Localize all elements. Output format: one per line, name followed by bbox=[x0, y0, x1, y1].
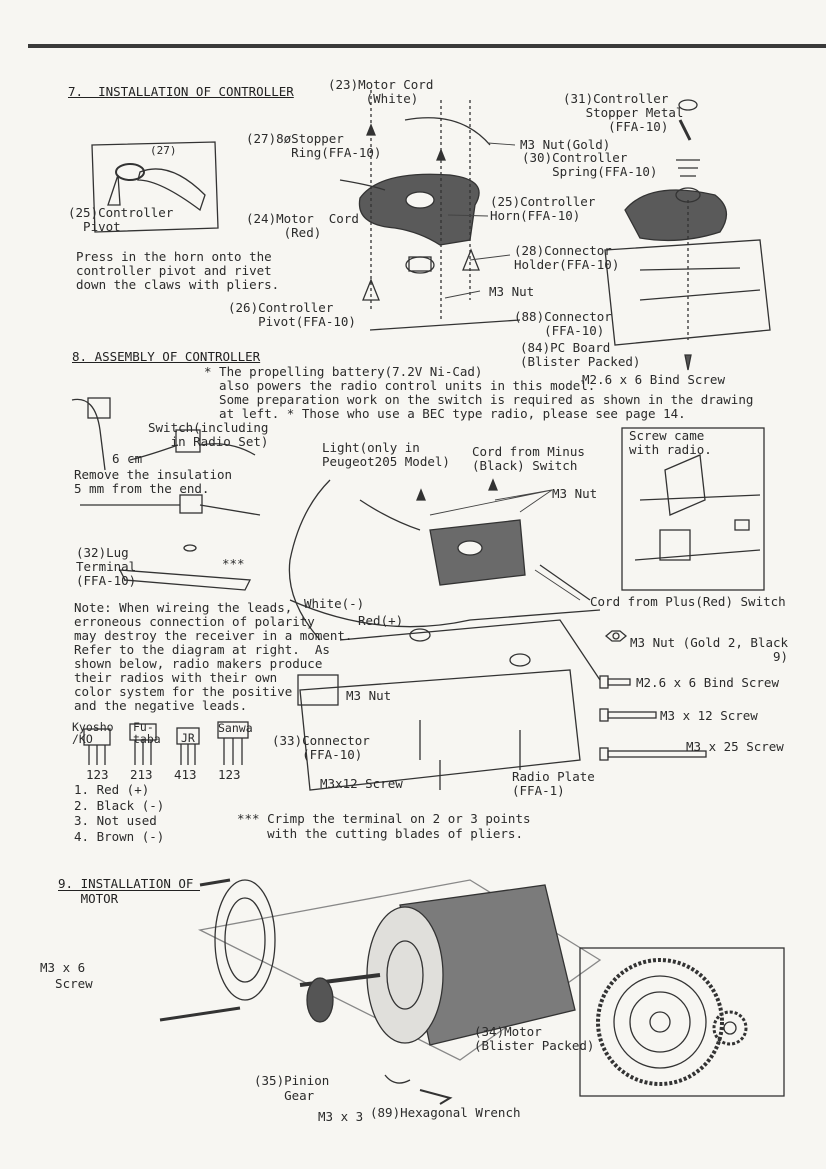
cord-plus-label: Cord from Plus(Red) Switch bbox=[590, 594, 786, 609]
hex-wrench-label: (89)Hexagonal Wrench bbox=[370, 1105, 521, 1120]
red-plus-label: Red(+) bbox=[358, 613, 404, 628]
m3x12-screw-label: M3x12 Screw bbox=[320, 776, 403, 791]
section-8-heading: 8. ASSEMBLY OF CONTROLLER bbox=[72, 349, 261, 364]
six-cm-label: 6 cm bbox=[112, 451, 143, 466]
maker-name-jr: JR bbox=[181, 731, 195, 745]
stars-marker: *** bbox=[222, 556, 245, 571]
controller-assembly-right bbox=[604, 99, 771, 371]
controller-horn-label: (25)Controller Horn(FFA-10) bbox=[490, 194, 596, 223]
hardware-m3x25-label: M3 x 25 Screw bbox=[686, 739, 784, 754]
wire-legend: 1. Red (+) 2. Black (-) 3. Not used 4. B… bbox=[74, 782, 165, 844]
m3x6-screw-label: M3 x 6 Screw bbox=[40, 960, 93, 991]
crimp-note: *** Crimp the terminal on 2 or 3 points … bbox=[237, 811, 531, 841]
screw-came-label: Screw came with radio. bbox=[629, 428, 712, 457]
maker-code-futaba: 213 bbox=[130, 767, 153, 782]
pivot-inset-callout: (27) bbox=[150, 144, 177, 157]
receiver-plate-drawing bbox=[288, 478, 601, 791]
hardware-icons bbox=[599, 630, 707, 761]
m3-nut-gold-label: M3 Nut(Gold) bbox=[520, 137, 611, 152]
m3x3-label: M3 x 3 bbox=[318, 1109, 364, 1124]
gear-inset-drawing bbox=[579, 947, 785, 1097]
m3-nut-center-label: M3 Nut bbox=[346, 688, 392, 703]
section-9-heading: 9. INSTALLATION OF MOTOR bbox=[58, 876, 194, 906]
controller-horn-drawing bbox=[339, 90, 521, 331]
motor-cord-white-label: (23)Motor Cord (White) bbox=[328, 77, 434, 106]
bind-screw-label: M2.6 x 6 Bind Screw bbox=[582, 372, 725, 387]
pc-board-label: (84)PC Board (Blister Packed) bbox=[520, 340, 641, 369]
section-9-underline bbox=[58, 890, 200, 891]
light-label: Light(only in Peugeot205 Model) bbox=[322, 440, 450, 469]
battery-intro-text: * The propelling battery(7.2V Ni-Cad) al… bbox=[204, 364, 754, 421]
maker-code-sanwa: 123 bbox=[218, 767, 241, 782]
maker-name-sanwa: Sanwa bbox=[218, 721, 253, 735]
hardware-m3x12-label: M3 x 12 Screw bbox=[660, 708, 758, 723]
hardware-nut-label: M3 Nut (Gold 2, Black 9) bbox=[630, 635, 789, 664]
hardware-bind-screw-label: M2.6 x 6 Bind Screw bbox=[636, 675, 779, 690]
connector-88-label: (88)Connector (FFA-10) bbox=[514, 309, 612, 338]
controller-stopper-label: (31)Controller Stopper Metal (FFA-10) bbox=[563, 91, 684, 134]
controller-pivot-26-label: (26)Controller Pivot(FFA-10) bbox=[228, 300, 356, 329]
m3-nut-upper-label: M3 Nut bbox=[552, 486, 598, 501]
connector-holder-label: (28)Connector Holder(FFA-10) bbox=[514, 243, 620, 272]
controller-pivot-25-label: (25)Controller Pivot bbox=[68, 205, 174, 234]
switch-drawing bbox=[71, 397, 261, 591]
cord-minus-label: Cord from Minus (Black) Switch bbox=[472, 444, 585, 473]
motor-label: (34)Motor (Blister Packed) bbox=[474, 1024, 595, 1053]
maker-connector-drawings bbox=[83, 721, 249, 765]
m3-nut-label: M3 Nut bbox=[489, 284, 535, 299]
remove-insulation-note: Remove the insulation 5 mm from the end. bbox=[74, 467, 233, 496]
maker-code-kyosho: 123 bbox=[86, 767, 109, 782]
radio-plate-label: Radio Plate (FFA-1) bbox=[512, 769, 595, 798]
pivot-inset-drawing bbox=[91, 141, 219, 233]
switch-label: Switch(including in Radio Set) bbox=[148, 420, 269, 449]
bec-inset-drawing bbox=[621, 427, 765, 591]
motor-cord-red-label: (24)Motor Cord (Red) bbox=[246, 211, 359, 240]
maker-name-futaba: Fu- taba bbox=[133, 720, 161, 746]
leader-lines bbox=[429, 142, 581, 601]
press-note: Press in the horn onto the controller pi… bbox=[76, 249, 280, 292]
top-rule bbox=[28, 44, 826, 48]
polarity-note: Note: When wireing the leads, erroneous … bbox=[74, 600, 353, 713]
maker-code-jr: 413 bbox=[174, 767, 197, 782]
motor-drawing bbox=[159, 878, 602, 1105]
maker-name-kyosho: Kyosho /KO bbox=[72, 720, 114, 746]
pinion-gear-label: (35)Pinion Gear bbox=[254, 1073, 330, 1103]
white-minus-label: White(-) bbox=[304, 596, 365, 611]
lug-terminal-label: (32)Lug Terminal (FFA-10) bbox=[76, 545, 137, 588]
connector-33-label: (33)Connector (FFA-10) bbox=[272, 733, 370, 762]
stopper-ring-label: (27)8øStopper Ring(FFA-10) bbox=[246, 131, 382, 160]
section-7-heading: 7. INSTALLATION OF CONTROLLER bbox=[68, 84, 294, 99]
controller-spring-label: (30)Controller Spring(FFA-10) bbox=[522, 150, 658, 179]
